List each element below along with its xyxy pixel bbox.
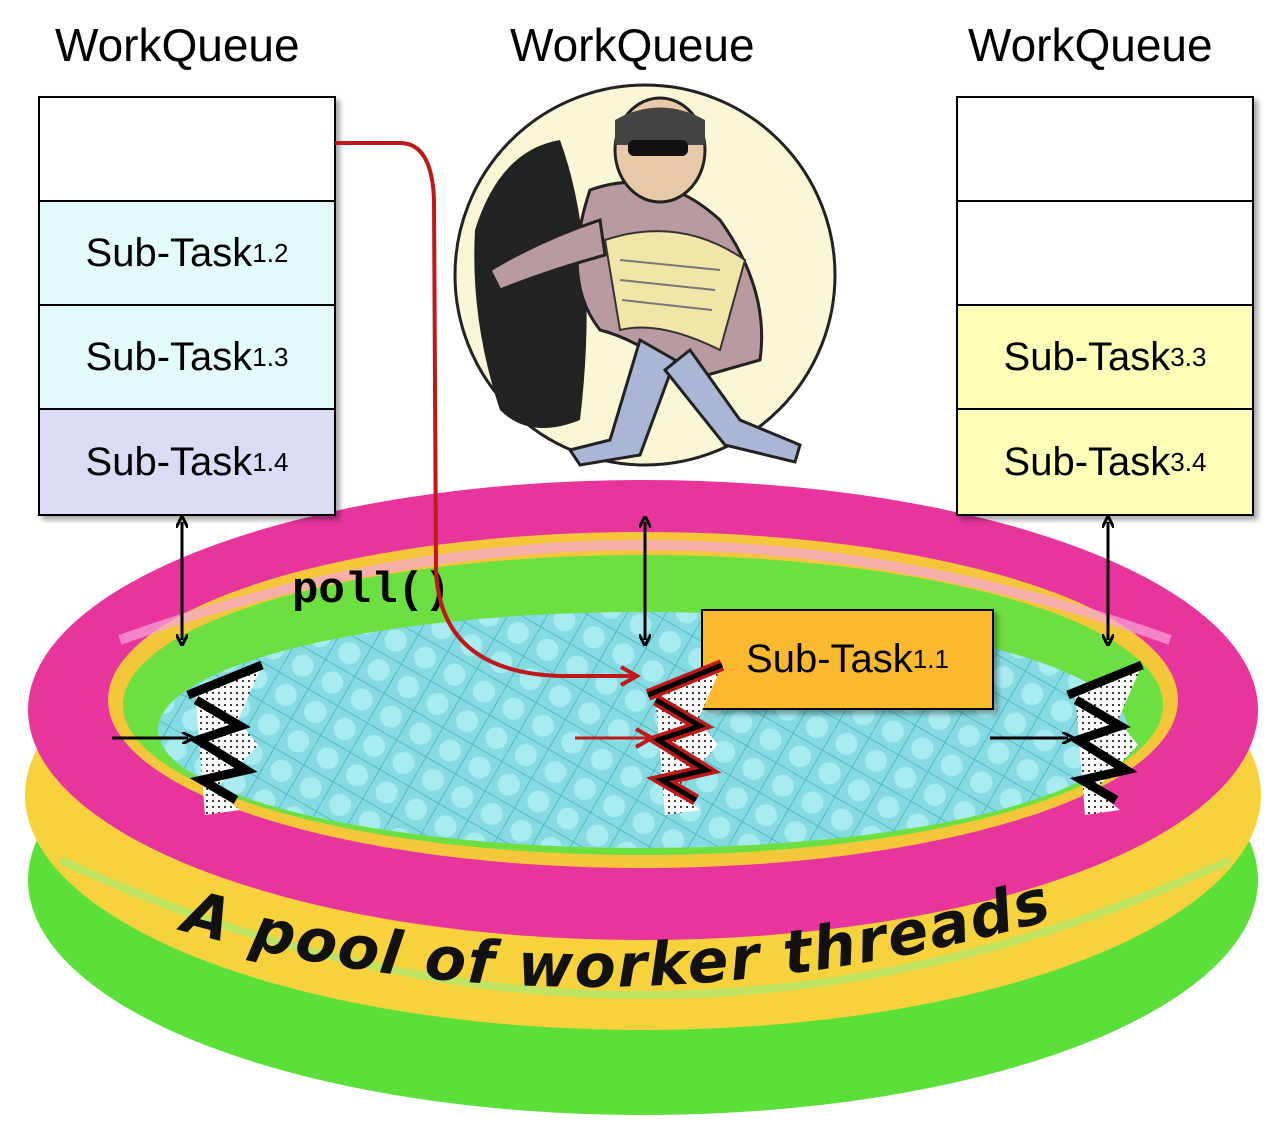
poll-label: poll() xyxy=(292,566,451,616)
slot-subscript: 3.4 xyxy=(1170,446,1207,477)
slot-label: Sub-Task xyxy=(85,439,253,484)
queue-3-slot-empty xyxy=(958,98,1252,202)
thread-icon xyxy=(575,659,725,815)
slot-label: Sub-Task xyxy=(85,334,253,379)
slot-label: Sub-Task xyxy=(1003,334,1171,379)
stolen-task-subscript: 1.1 xyxy=(912,644,949,674)
thread-icon xyxy=(112,660,264,815)
slot-subscript: 1.3 xyxy=(252,341,289,372)
slot-label: Sub-Task xyxy=(85,230,253,275)
queue-title-1: WorkQueue xyxy=(55,19,300,71)
slot-subscript: 1.4 xyxy=(252,446,289,477)
slot-subscript: 1.2 xyxy=(252,237,289,268)
queue-3-slot-empty xyxy=(958,202,1252,306)
stolen-task-label: Sub-Task xyxy=(746,637,913,681)
steal-arrow-icon xyxy=(335,141,635,676)
slot-label: Sub-Task xyxy=(1003,439,1171,484)
thread-icon xyxy=(990,660,1144,815)
queue-1-slot-empty xyxy=(40,98,334,202)
queue-title-3: WorkQueue xyxy=(968,19,1213,71)
queue-title-2: WorkQueue xyxy=(510,19,755,71)
slot-subscript: 3.3 xyxy=(1170,341,1207,372)
